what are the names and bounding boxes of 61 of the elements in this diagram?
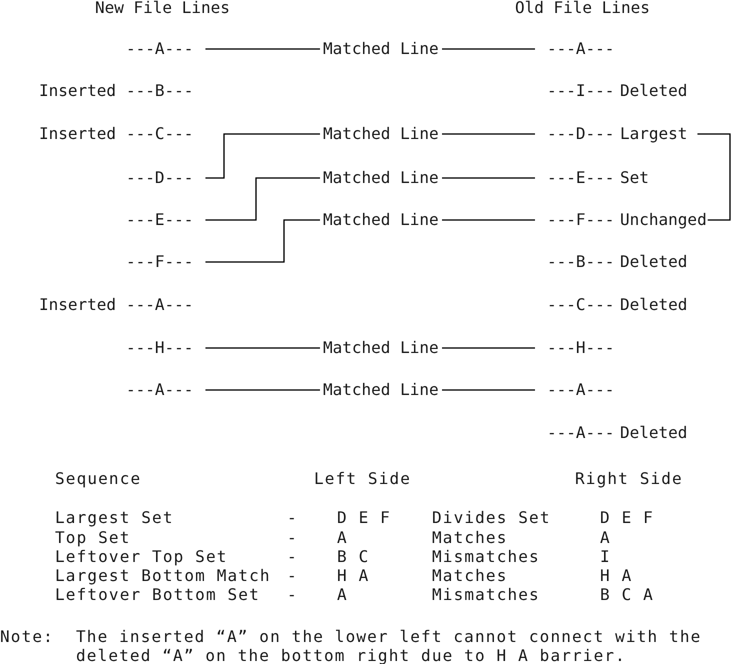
comparison-result: Matches bbox=[432, 566, 508, 584]
file-line: ---D--- bbox=[547, 125, 614, 143]
note-label: Note: bbox=[0, 626, 54, 646]
file-line: ---A--- bbox=[547, 381, 614, 399]
right-side-value: I bbox=[600, 546, 611, 566]
separator-dash: - bbox=[287, 546, 298, 566]
file-line: ---I--- bbox=[547, 82, 614, 100]
left-side-value: D E F bbox=[337, 508, 391, 526]
status-label: Largest bbox=[620, 125, 688, 143]
right-side-value: D E F bbox=[600, 508, 654, 526]
file-line: ---C--- bbox=[126, 125, 194, 143]
file-line: ---F--- bbox=[547, 211, 614, 229]
file-line: ---H--- bbox=[126, 339, 194, 357]
column-heading: Old File Lines bbox=[515, 0, 650, 17]
file-line: ---A--- bbox=[547, 40, 614, 58]
file-line: ---H--- bbox=[547, 339, 614, 357]
status-label: Deleted bbox=[620, 296, 688, 314]
status-label: Deleted bbox=[620, 424, 688, 442]
comparison-result: Matches bbox=[432, 528, 508, 546]
comparison-result: Mismatches bbox=[432, 546, 540, 566]
file-line: ---E--- bbox=[547, 169, 614, 187]
table-header: Sequence bbox=[55, 468, 142, 488]
separator-dash: - bbox=[287, 528, 298, 546]
separator-dash: - bbox=[287, 566, 298, 584]
left-side-value: H A bbox=[337, 566, 370, 584]
right-side-value: B C A bbox=[600, 584, 654, 604]
right-side-value: A bbox=[600, 528, 611, 546]
sequence-name: Largest Set bbox=[55, 508, 174, 526]
file-line: ---A--- bbox=[126, 381, 194, 399]
left-side-value: A bbox=[337, 528, 348, 546]
status-label: Inserted bbox=[38, 82, 116, 100]
table-header: Left Side bbox=[314, 468, 412, 488]
file-line: ---F--- bbox=[126, 253, 194, 271]
left-side-value: B C bbox=[337, 546, 370, 566]
status-label: Deleted bbox=[620, 82, 688, 100]
comparison-result: Divides Set bbox=[432, 508, 551, 526]
status-label: Deleted bbox=[620, 253, 688, 271]
separator-dash: - bbox=[287, 508, 298, 526]
sequence-name: Top Set bbox=[55, 528, 130, 546]
left-side-value: A bbox=[337, 584, 348, 604]
separator-dash: - bbox=[287, 584, 298, 604]
right-side-value: H A bbox=[600, 566, 632, 584]
status-label: Inserted bbox=[38, 296, 116, 314]
sequence-name: Leftover Bottom Set bbox=[55, 584, 260, 604]
file-line: ---D--- bbox=[126, 169, 194, 187]
status-label: Unchanged bbox=[620, 211, 707, 229]
table-header: Right Side bbox=[575, 468, 683, 488]
file-line: ---B--- bbox=[547, 253, 614, 271]
note-text: The inserted “A” on the lower left cannot connect with the deleted “A” on the bottom right due to H A barrier. bbox=[76, 626, 702, 664]
sequence-name: Leftover Top Set bbox=[55, 546, 228, 566]
file-line: ---A--- bbox=[126, 296, 194, 314]
status-label: Inserted bbox=[38, 125, 116, 143]
file-line: ---E--- bbox=[126, 211, 194, 229]
comparison-result: Mismatches bbox=[432, 584, 540, 604]
sequence-name: Largest Bottom Match bbox=[55, 566, 271, 584]
file-line: ---C--- bbox=[547, 296, 614, 314]
status-label: Set bbox=[620, 169, 649, 187]
file-line: ---B--- bbox=[126, 82, 194, 100]
file-line: ---A--- bbox=[547, 424, 614, 442]
column-heading: New File Lines bbox=[95, 0, 230, 17]
file-line: ---A--- bbox=[126, 40, 194, 58]
